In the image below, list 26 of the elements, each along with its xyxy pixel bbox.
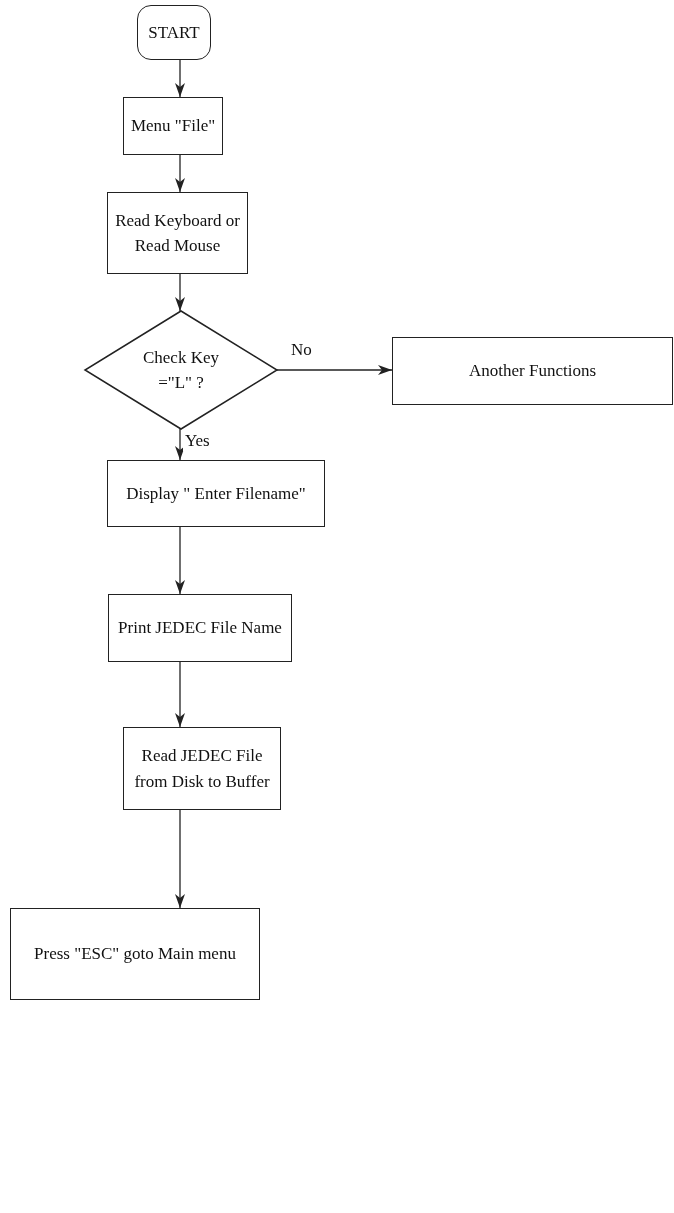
node-text: Read JEDEC File from Disk to Buffer — [133, 745, 271, 793]
process-box — [108, 594, 292, 662]
process-box — [10, 908, 260, 1000]
node-text: Print JEDEC File Name — [117, 617, 283, 640]
node-text: Menu "File" — [129, 115, 217, 138]
process-box — [107, 192, 248, 274]
process-box — [392, 337, 673, 405]
arrow — [175, 526, 185, 595]
arrow — [175, 809, 185, 909]
node-text: Display " Enter Filename" — [125, 482, 307, 505]
process-box — [123, 97, 223, 155]
arrow — [175, 273, 185, 312]
arrow — [175, 59, 185, 98]
arrow — [175, 428, 185, 461]
node-text: START — [147, 21, 201, 44]
process-box — [107, 460, 325, 527]
arrow — [276, 365, 393, 375]
arrow — [175, 661, 185, 728]
decision-diamond — [85, 311, 277, 429]
node-text: Another Functions — [468, 360, 597, 383]
node-text: Check Key ="L" ? — [142, 346, 220, 394]
start-terminal — [137, 5, 211, 60]
node-text: Read Keyboard or Read Mouse — [114, 209, 241, 257]
process-box — [123, 727, 281, 810]
node-text: Press "ESC" goto Main menu — [33, 943, 237, 966]
arrow — [175, 154, 185, 193]
